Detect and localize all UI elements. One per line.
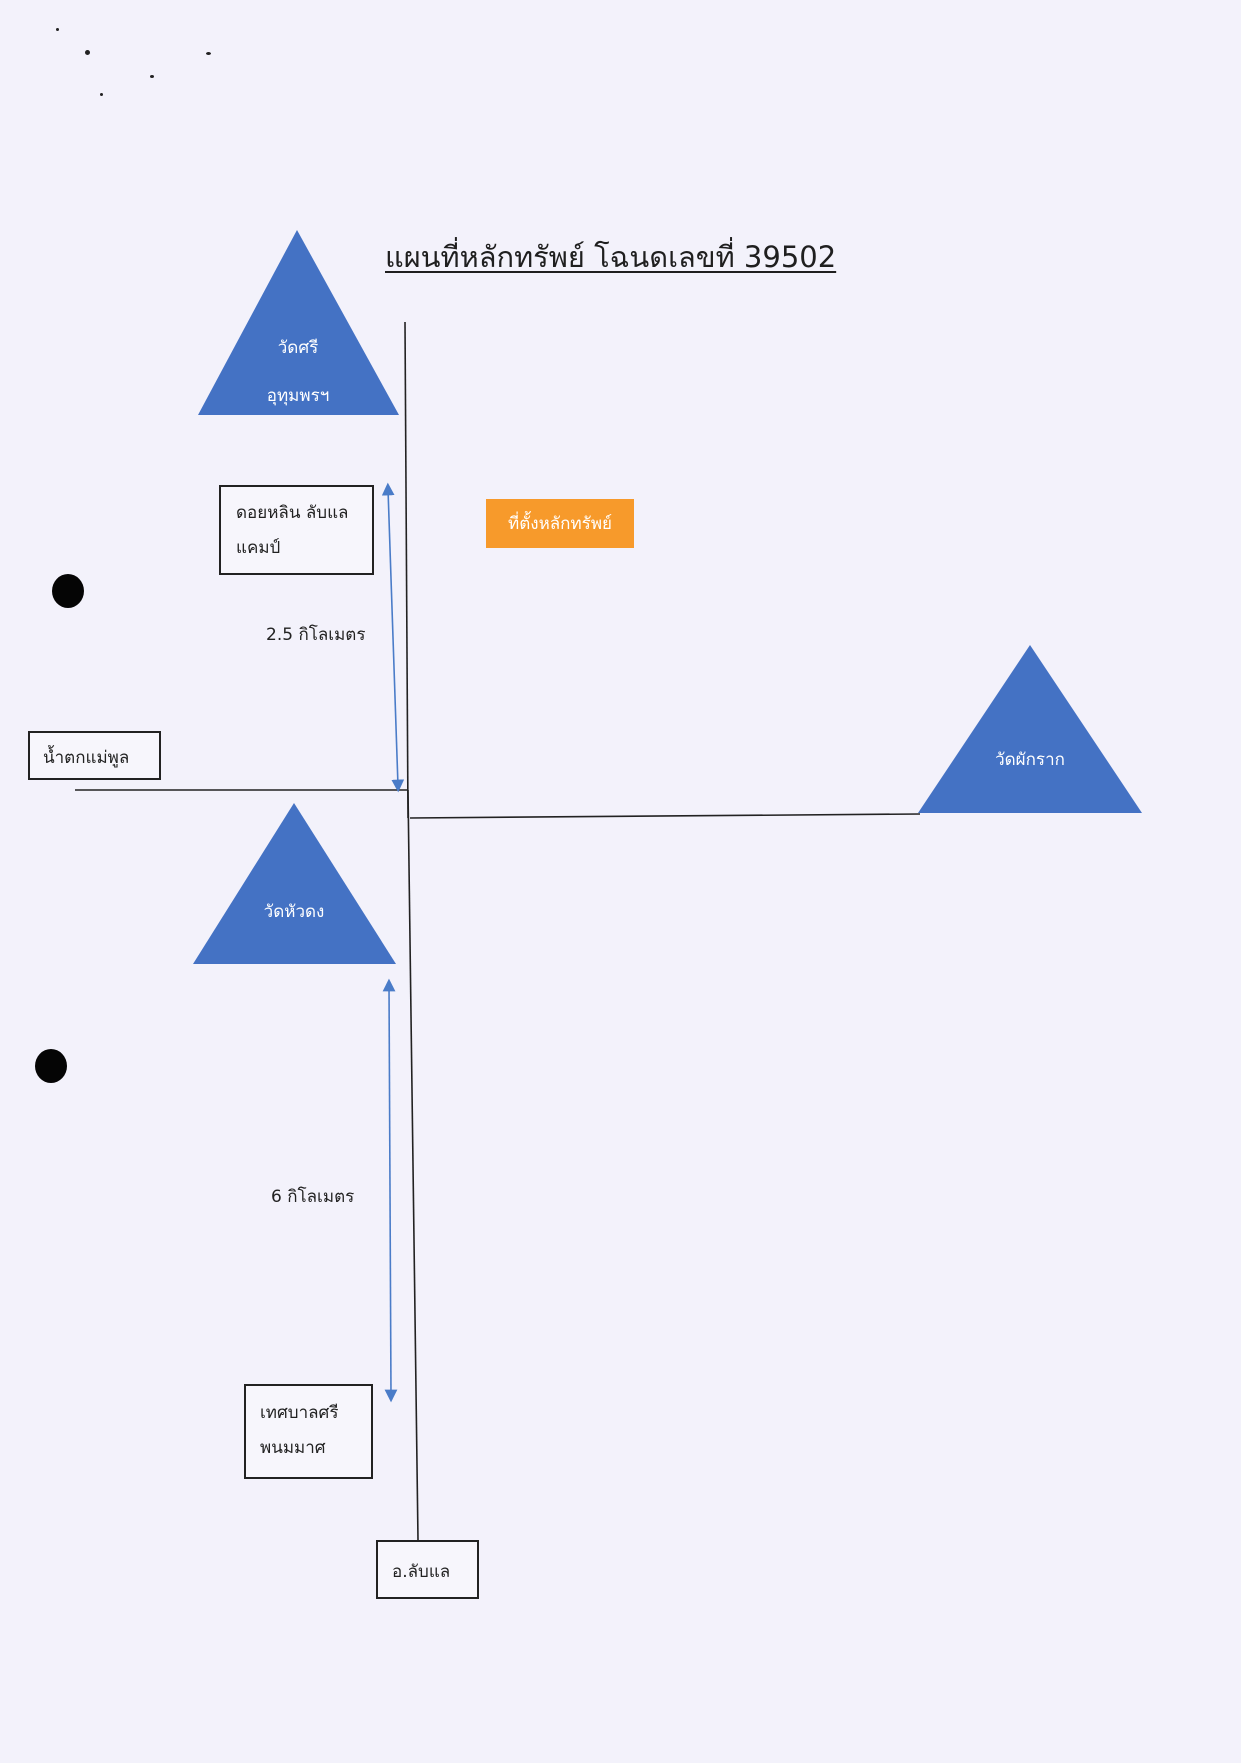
- road-upper-vertical: [404, 321, 409, 819]
- place-box-nam-tok: น้ำตกแม่พูล: [28, 731, 161, 780]
- punch-hole-bottom: [35, 1049, 67, 1083]
- landmark-label-wat-hua-dong: วัดหัวดง: [234, 890, 354, 934]
- landmark-triangle-wat-hua-dong: [193, 803, 396, 964]
- map-title: แผนที่หลักทรัพย์ โฉนดเลขที่ 39502: [385, 240, 837, 274]
- place-label-line: น้ำตกแม่พูล: [43, 748, 130, 768]
- place-label-line: ดอยหลิน ลับแล: [236, 503, 349, 523]
- distance-label-lower: 6 กิโลเมตร: [271, 1187, 355, 1207]
- landmark-label-wat-phak-rat: วัดผักราก: [970, 738, 1090, 782]
- scan-speck: [56, 28, 59, 31]
- landmark-label-line: อุทุมพรฯ: [266, 386, 330, 406]
- place-box-doi-lin: ดอยหลิน ลับแล แคมป์: [219, 485, 374, 575]
- road-right-horizontal: [409, 813, 921, 819]
- landmark-label-wat-sri-2: อุทุมพรฯ: [238, 374, 358, 418]
- scan-speck: [150, 75, 154, 78]
- landmark-triangle-wat-phak-rat: [918, 645, 1142, 813]
- landmark-label-line: วัดศรี: [277, 338, 319, 358]
- place-label-line: อ.ลับแล: [392, 1562, 451, 1582]
- scan-speck: [100, 93, 103, 96]
- place-box-thesaban: เทศบาลศรี พนมมาศ: [244, 1384, 373, 1479]
- distance-label-upper: 2.5 กิโลเมตร: [266, 625, 366, 645]
- property-location-label: ที่ตั้งหลักทรัพย์: [508, 514, 612, 534]
- scan-speck: [85, 50, 90, 55]
- place-box-amphoe: อ.ลับแล: [376, 1540, 479, 1599]
- distance-arrow-lower: [382, 978, 398, 1403]
- landmark-label-line: วัดผักราก: [995, 750, 1065, 770]
- landmark-label-wat-sri: วัดศรี: [238, 326, 358, 370]
- place-label-line: เทศบาลศรี: [260, 1403, 339, 1423]
- road-lower-vertical: [407, 789, 419, 1541]
- property-location-marker: ที่ตั้งหลักทรัพย์: [486, 499, 634, 548]
- place-label-line: พนมมาศ: [260, 1438, 326, 1458]
- punch-hole-top: [52, 574, 84, 608]
- place-label-line: แคมป์: [236, 538, 281, 558]
- scan-speck: [206, 52, 211, 55]
- distance-arrow-upper: [381, 482, 405, 793]
- landmark-label-line: วัดหัวดง: [263, 902, 325, 922]
- landmark-triangle-wat-sri: [198, 230, 399, 415]
